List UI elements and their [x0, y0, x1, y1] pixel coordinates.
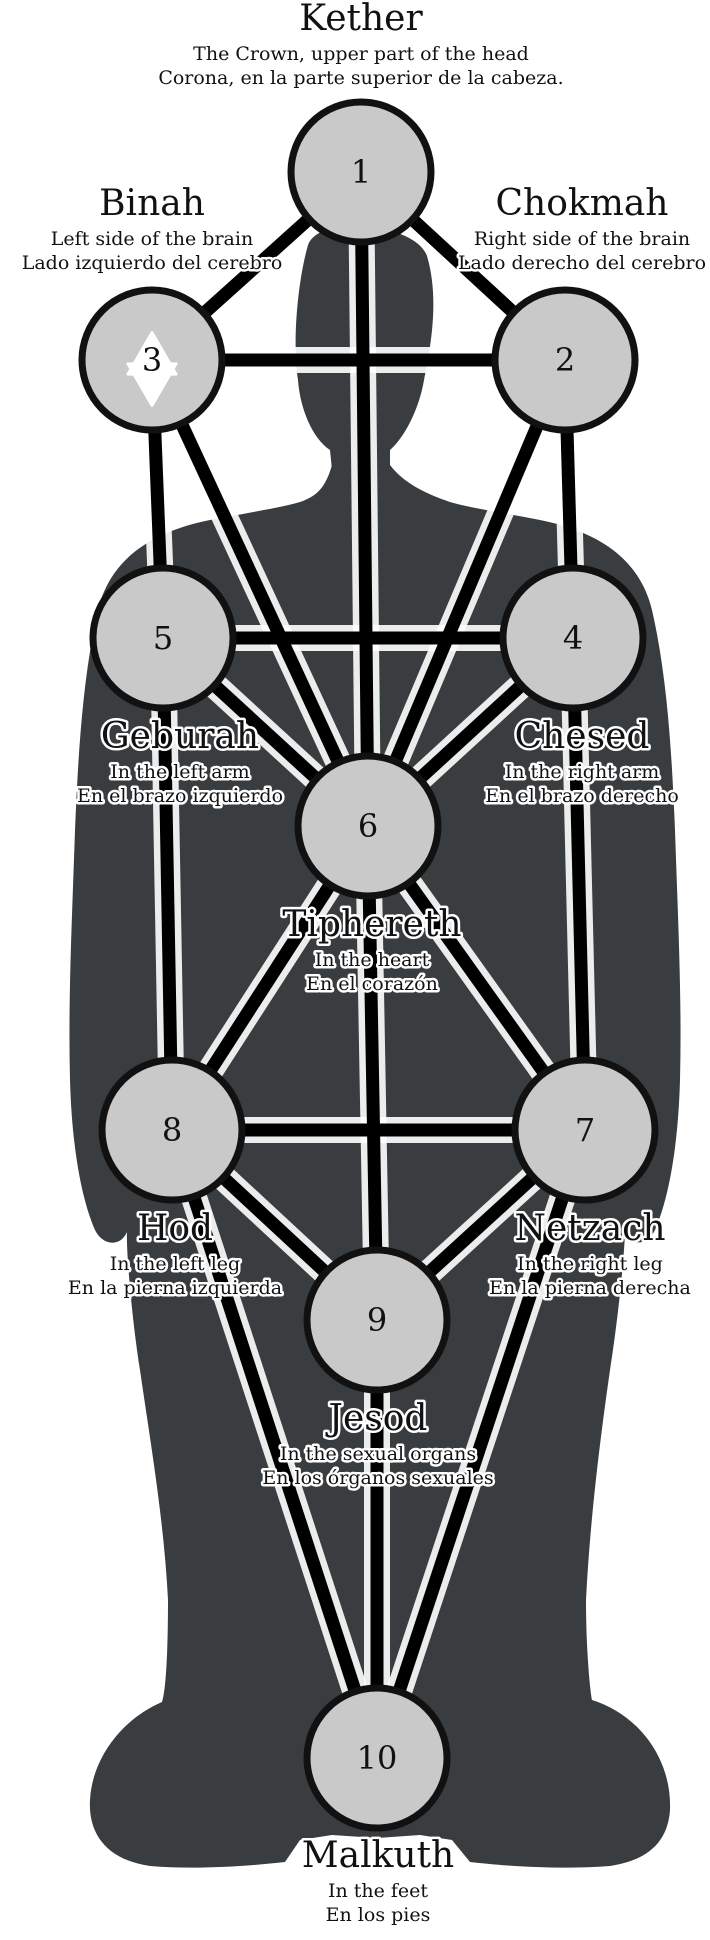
path-1-6: [354, 171, 375, 827]
node-number-geburah: 5: [153, 619, 173, 657]
node-number-chokmah: 2: [555, 341, 575, 379]
node-jesod: 9: [303, 1246, 451, 1394]
node-circle-chesed: [499, 564, 647, 712]
node-number-malkuth: 10: [357, 1739, 398, 1777]
node-malkuth: 10: [303, 1684, 451, 1832]
node-circle-jesod: [303, 1246, 451, 1394]
node-number-hod: 8: [162, 1111, 182, 1149]
sephira-description-chokmah-2: Lado derecho del cerebro: [458, 252, 706, 274]
sephira-description-geburah-2: En el brazo izquierdo: [77, 785, 283, 807]
node-circle-kether: [287, 98, 435, 246]
node-chesed: 4: [499, 564, 647, 712]
node-number-chesed: 4: [563, 619, 583, 657]
sephira-description-netzach-2: En la pierna derecha: [489, 1277, 691, 1299]
node-number-netzach: 7: [575, 1111, 595, 1149]
node-netzach: 7: [511, 1056, 659, 1204]
node-circle-tiphereth: [294, 752, 442, 900]
sephira-name-malkuth: Malkuth: [302, 1835, 455, 1876]
sephira-description-tiphereth-2: En el corazón: [306, 973, 438, 995]
node-kether: 1: [287, 98, 435, 246]
sephira-name-kether: Kether: [299, 0, 423, 39]
sephira-name-binah: Binah: [99, 183, 205, 224]
sephira-description-tiphereth-1: In the heart: [315, 949, 430, 971]
node-binah: 3: [78, 286, 226, 434]
sephira-description-chesed-1: In the right arm: [505, 761, 660, 783]
sephira-description-hod-1: In the left leg: [110, 1253, 240, 1275]
sephira-description-binah-1: Left side of the brain: [51, 228, 253, 250]
sephira-name-chokmah: Chokmah: [495, 183, 668, 224]
sephira-description-binah-2: Lado izquierdo del cerebro: [22, 252, 283, 274]
sephira-description-jesod-1: In the sexual organs: [280, 1443, 476, 1465]
sephira-name-chesed: Chesed: [515, 716, 650, 757]
node-circle-chokmah: [491, 286, 639, 434]
sephira-description-hod-2: En la pierna izquierda: [68, 1277, 282, 1299]
node-circle-malkuth: [303, 1684, 451, 1832]
path-2-6: [362, 357, 571, 829]
sephira-description-kether-1: The Crown, upper part of the head: [193, 43, 529, 65]
path-6-9: [361, 825, 384, 1321]
sephira-name-geburah: Geburah: [101, 716, 259, 757]
sephiroth-nodes: 1 2 3 4 5 6 7 8 9 10: [78, 98, 659, 1832]
sephira-description-netzach-1: In the right leg: [517, 1253, 663, 1275]
hexagram-icon: [126, 331, 178, 407]
node-geburah: 5: [89, 564, 237, 712]
node-hod: 8: [98, 1056, 246, 1204]
sephira-name-hod: Hod: [137, 1208, 213, 1249]
node-circle-hod: [98, 1056, 246, 1204]
node-number-tiphereth: 6: [358, 807, 378, 845]
path-4-7: [566, 637, 592, 1131]
node-tiphereth: 6: [294, 752, 442, 900]
node-number-jesod: 9: [367, 1301, 387, 1339]
node-chokmah: 2: [491, 286, 639, 434]
node-circle-netzach: [511, 1056, 659, 1204]
sephira-description-chesed-2: En el brazo derecho: [485, 785, 679, 807]
path-5-8: [156, 637, 179, 1131]
sephira-description-chokmah-1: Right side of the brain: [474, 228, 690, 250]
path-8-10: [165, 1127, 384, 1761]
node-number-kether: 1: [351, 153, 371, 191]
sephira-name-jesod: Jesod: [325, 1398, 428, 1439]
node-circle-geburah: [89, 564, 237, 712]
sephira-description-malkuth-2: En los pies: [326, 1904, 431, 1926]
sephira-name-netzach: Netzach: [514, 1208, 665, 1249]
sephira-description-malkuth-1: In the feet: [328, 1880, 428, 1902]
sephira-description-jesod-2: En los órganos sexuales: [262, 1467, 493, 1489]
sephira-description-kether-2: Corona, en la parte superior de la cabez…: [158, 67, 563, 89]
sephira-description-geburah-1: In the left arm: [110, 761, 249, 783]
path-7-10: [370, 1127, 592, 1761]
sephira-name-tiphereth: Tiphereth: [282, 904, 461, 945]
path-3-6: [146, 357, 374, 829]
node-number-binah: 3: [142, 341, 162, 379]
